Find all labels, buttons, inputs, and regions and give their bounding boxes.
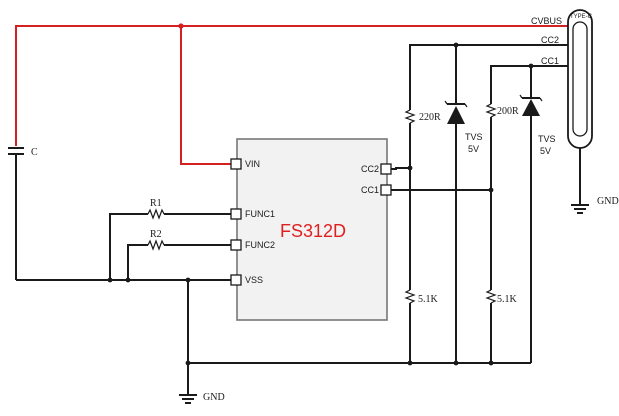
tvs-diode-1: TVS 5V bbox=[444, 100, 483, 366]
gnd-label-main: GND bbox=[203, 392, 225, 403]
pin-cc1-label: CC1 bbox=[361, 185, 379, 195]
tvs1-label: TVS bbox=[465, 132, 483, 142]
connector-pin-cc1: CC1 bbox=[541, 56, 559, 66]
tvs-diode-2: TVS 5V bbox=[519, 94, 556, 363]
pin-vss-box bbox=[230, 274, 242, 286]
fs312d-chip: FS312D VIN FUNC1 FUNC2 VSS CC2 CC1 bbox=[230, 138, 392, 321]
r-cc1-top-label: 200R bbox=[497, 106, 519, 117]
connector-pin-cvbus: CVBUS bbox=[531, 16, 562, 26]
r-cc2-top-label: 220R bbox=[419, 112, 441, 123]
cc1-net: 200R 5.1K bbox=[391, 63, 568, 366]
r-cc1-bottom-label: 5.1K bbox=[497, 294, 518, 305]
r1-label: R1 bbox=[150, 198, 162, 209]
tvs2-value: 5V bbox=[540, 146, 551, 156]
pin-cc2-box bbox=[380, 163, 392, 175]
tvs1-value: 5V bbox=[468, 144, 479, 154]
pin-vss-label: VSS bbox=[245, 275, 263, 285]
vbus-net bbox=[15, 23, 568, 165]
pin-func1-box bbox=[230, 208, 242, 220]
pin-vin-label: VIN bbox=[245, 159, 260, 169]
connector-label: TYPE-C bbox=[570, 14, 593, 20]
capacitor-label: C bbox=[31, 147, 38, 158]
gnd-label-connector: GND bbox=[597, 196, 619, 207]
type-c-connector: TYPE-C CVBUS CC2 CC1 bbox=[531, 9, 593, 205]
tvs2-label: TVS bbox=[538, 134, 556, 144]
r2-label: R2 bbox=[150, 229, 162, 240]
ground-icon-connector: GND bbox=[571, 196, 619, 214]
pin-cc1-box bbox=[380, 184, 392, 196]
pin-func2-box bbox=[230, 239, 242, 251]
pin-vin-box bbox=[230, 158, 242, 170]
ground-icon-main: GND bbox=[179, 392, 225, 404]
capacitor-c: C bbox=[8, 147, 38, 280]
r-cc2-bottom-label: 5.1K bbox=[418, 294, 439, 305]
cc2-net: 220R 5.1K bbox=[391, 42, 568, 366]
ground-net-left bbox=[16, 277, 531, 395]
pin-func1-label: FUNC1 bbox=[245, 209, 275, 219]
pin-cc2-label: CC2 bbox=[361, 164, 379, 174]
pin-func2-label: FUNC2 bbox=[245, 240, 275, 250]
resistor-r2: R2 bbox=[127, 229, 231, 280]
connector-pin-cc2: CC2 bbox=[541, 35, 559, 45]
chip-title: FS312D bbox=[280, 221, 346, 241]
resistor-r1: R1 bbox=[109, 198, 231, 280]
